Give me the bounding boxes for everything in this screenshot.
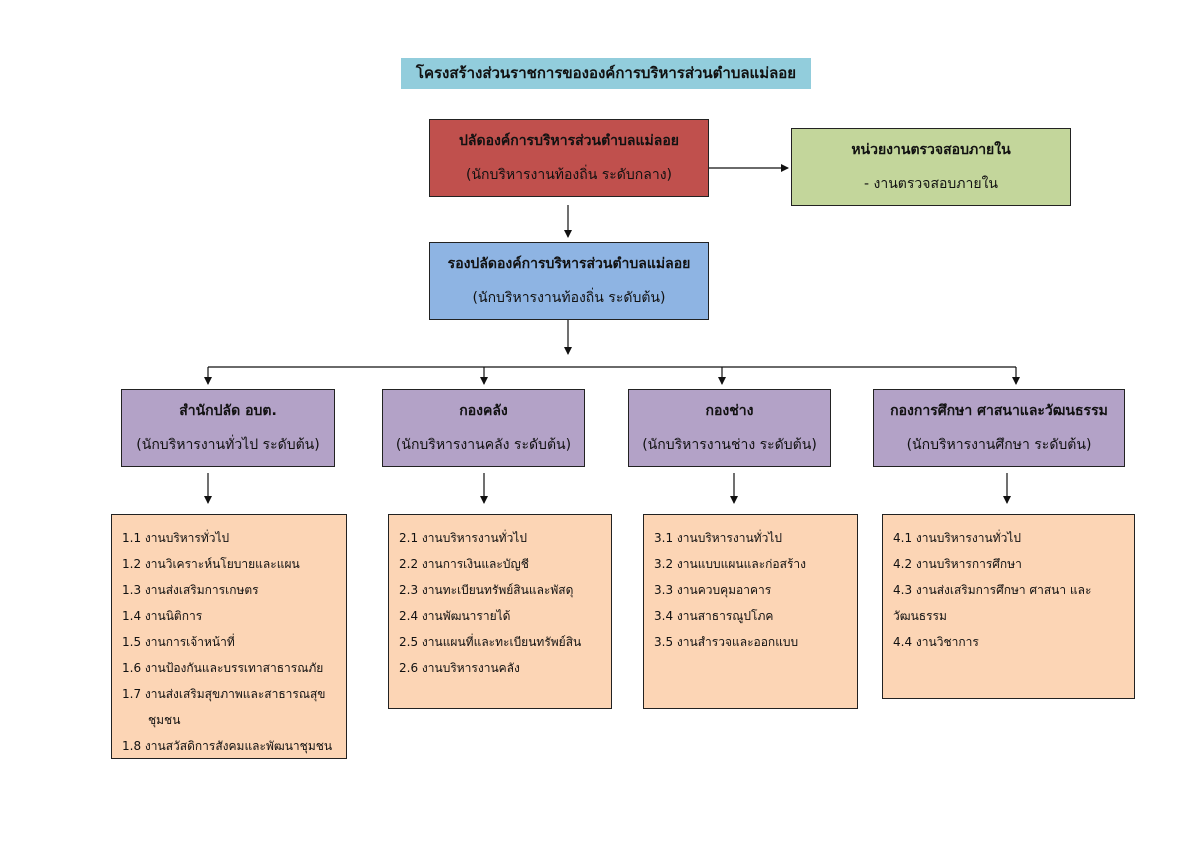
- chief-position: (นักบริหารงานท้องถิ่น ระดับกลาง): [466, 167, 672, 183]
- audit-box: หน่วยงานตรวจสอบภายใน - งานตรวจสอบภายใน: [791, 128, 1071, 206]
- task-list-2: 2.1 งานบริหารงานทั่วไป 2.2 งานการเงินและ…: [388, 514, 612, 709]
- task-item: 1.6 งานป้องกันและบรรเทาสาธารณภัย: [122, 661, 324, 675]
- audit-name: หน่วยงานตรวจสอบภายใน: [851, 142, 1011, 158]
- division-box-1: สำนักปลัด อบต. (นักบริหารงานทั่วไป ระดับ…: [121, 389, 335, 467]
- division-position: (นักบริหารงานศึกษา ระดับต้น): [906, 437, 1092, 453]
- task-item: 3.4 งานสาธารณูปโภค: [654, 609, 774, 623]
- task-item: 2.2 งานการเงินและบัญชี: [399, 557, 529, 571]
- task-item: 3.2 งานแบบแผนและก่อสร้าง: [654, 557, 807, 571]
- deputy-box: รองปลัดองค์การบริหารส่วนตำบลแม่ลอย (นักบ…: [429, 242, 709, 320]
- task-item: 1.2 งานวิเคราะห์นโยบายและแผน: [122, 557, 300, 571]
- task-item: 2.6 งานบริหารงานคลัง: [399, 661, 520, 675]
- task-item: 2.5 งานแผนที่และทะเบียนทรัพย์สิน: [399, 635, 582, 649]
- task-item: 3.5 งานสำรวจและออกแบบ: [654, 635, 799, 649]
- division-box-4: กองการศึกษา ศาสนาและวัฒนธรรม (นักบริหารง…: [873, 389, 1125, 467]
- audit-task: - งานตรวจสอบภายใน: [864, 176, 998, 192]
- division-name: สำนักปลัด อบต.: [179, 403, 277, 419]
- division-box-3: กองช่าง (นักบริหารงานช่าง ระดับต้น): [628, 389, 831, 467]
- task-item: 1.1 งานบริหารทั่วไป: [122, 531, 230, 545]
- task-item-continuation: วัฒนธรรม: [893, 609, 947, 623]
- task-item: 1.3 งานส่งเสริมการเกษตร: [122, 583, 259, 597]
- task-item: 4.3 งานส่งเสริมการศึกษา ศาสนา และ: [893, 583, 1092, 597]
- chief-name: ปลัดองค์การบริหารส่วนตำบลแม่ลอย: [459, 133, 679, 149]
- task-item: 1.8 งานสวัสดิการสังคมและพัฒนาชุมชน: [122, 739, 333, 753]
- task-item: 3.1 งานบริหารงานทั่วไป: [654, 531, 782, 545]
- deputy-position: (นักบริหารงานท้องถิ่น ระดับต้น): [472, 290, 666, 306]
- task-item: 1.5 งานการเจ้าหน้าที่: [122, 635, 235, 649]
- task-item: 3.3 งานควบคุมอาคาร: [654, 583, 772, 597]
- task-list-4: 4.1 งานบริหารงานทั่วไป 4.2 งานบริหารการศ…: [882, 514, 1135, 699]
- task-item: 4.4 งานวิชาการ: [893, 635, 979, 649]
- division-name: กองช่าง: [705, 403, 754, 419]
- task-item-continuation: ชุมชน: [148, 713, 181, 727]
- division-position: (นักบริหารงานช่าง ระดับต้น): [642, 437, 817, 453]
- task-item: 2.4 งานพัฒนารายได้: [399, 609, 511, 623]
- division-name: กองการศึกษา ศาสนาและวัฒนธรรม: [890, 403, 1108, 419]
- task-item: 1.4 งานนิติการ: [122, 609, 203, 623]
- chief-box: ปลัดองค์การบริหารส่วนตำบลแม่ลอย (นักบริห…: [429, 119, 709, 197]
- task-item: 2.3 งานทะเบียนทรัพย์สินและพัสดุ: [399, 583, 574, 597]
- task-list-3: 3.1 งานบริหารงานทั่วไป 3.2 งานแบบแผนและก…: [643, 514, 858, 709]
- task-item: 2.1 งานบริหารงานทั่วไป: [399, 531, 527, 545]
- division-position: (นักบริหารงานคลัง ระดับต้น): [395, 437, 572, 453]
- task-list-1: 1.1 งานบริหารทั่วไป 1.2 งานวิเคราะห์นโยบ…: [111, 514, 347, 759]
- task-item: 4.1 งานบริหารงานทั่วไป: [893, 531, 1021, 545]
- division-name: กองคลัง: [459, 403, 508, 419]
- deputy-name: รองปลัดองค์การบริหารส่วนตำบลแม่ลอย: [447, 256, 691, 272]
- task-item: 4.2 งานบริหารการศึกษา: [893, 557, 1022, 571]
- chart-title: โครงสร้างส่วนราชการขององค์การบริหารส่วนต…: [401, 58, 811, 89]
- division-position: (นักบริหารงานทั่วไป ระดับต้น): [136, 437, 320, 453]
- division-box-2: กองคลัง (นักบริหารงานคลัง ระดับต้น): [382, 389, 585, 467]
- task-item: 1.7 งานส่งเสริมสุขภาพและสาธารณสุข: [122, 687, 326, 701]
